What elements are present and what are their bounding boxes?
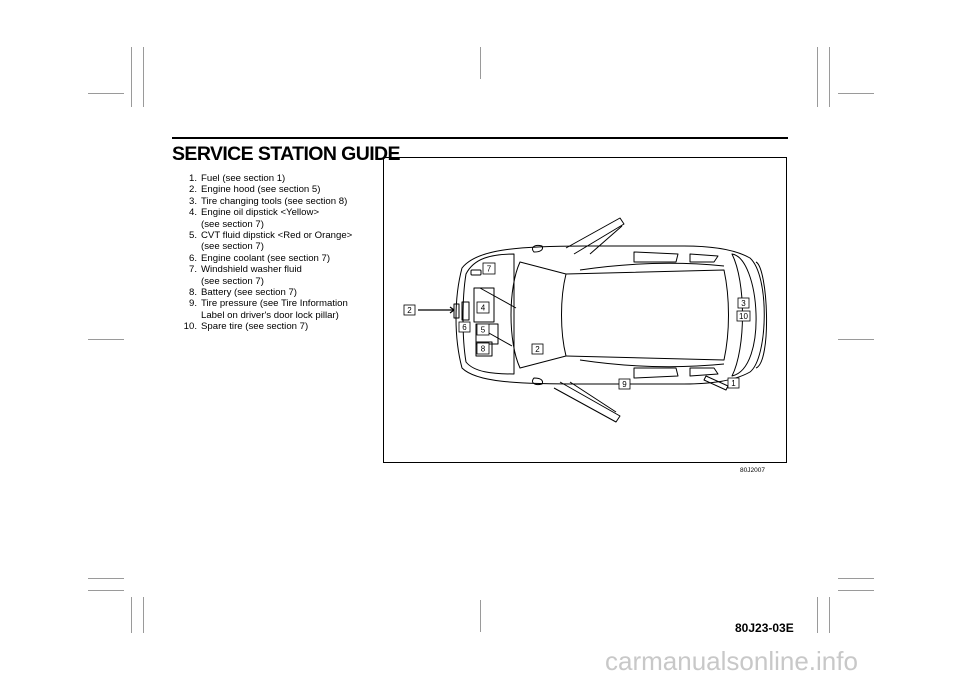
document-code: 80J23-03E (735, 621, 794, 635)
list-item: Label on driver's door lock pillar) (172, 310, 377, 321)
item-text: (see section 7) (201, 218, 264, 230)
item-number (172, 219, 201, 230)
list-item: (see section 7) (172, 241, 377, 252)
item-text: Tire pressure (see Tire Information (201, 298, 348, 310)
item-text: (see section 7) (201, 241, 264, 253)
item-number: 8. (188, 287, 197, 299)
list-item: 9. Tire pressure (see Tire Information (172, 298, 377, 309)
crop-mark (88, 339, 124, 340)
item-number: 2. (188, 184, 197, 196)
car-top-view-illustration: 2 7 4 6 5 8 2 3 10 9 1 (403, 217, 767, 423)
list-item: 10. Spare tire (see section 7) (172, 321, 377, 332)
list-item: 8. Battery (see section 7) (172, 287, 377, 298)
car-diagram-figure: 2 7 4 6 5 8 2 3 10 9 1 (383, 157, 787, 463)
svg-text:10: 10 (739, 312, 748, 321)
callout-10: 10 (736, 310, 751, 322)
svg-text:9: 9 (622, 380, 627, 389)
crop-mark (143, 47, 144, 107)
page-title: SERVICE STATION GUIDE (172, 143, 401, 165)
item-text: Engine oil dipstick <Yellow> (201, 207, 320, 219)
callout-7: 7 (482, 262, 496, 275)
callout-5: 5 (476, 323, 490, 336)
crop-mark (88, 578, 124, 579)
crop-mark (817, 47, 818, 107)
crop-mark (838, 339, 874, 340)
item-text: Battery (see section 7) (201, 287, 297, 299)
list-item: 6. Engine coolant (see section 7) (172, 253, 377, 264)
crop-mark (838, 93, 874, 94)
svg-text:6: 6 (462, 323, 467, 332)
item-text: Engine coolant (see section 7) (201, 252, 331, 264)
list-item: 5. CVT fluid dipstick <Red or Orange> (172, 230, 377, 241)
item-text: Label on driver's door lock pillar) (201, 309, 339, 321)
item-number: 1. (188, 173, 197, 184)
header-rule (172, 137, 788, 139)
item-number (172, 241, 201, 252)
guide-list: 1. Fuel (see section 1) 2. Engine hood (se… (172, 173, 377, 333)
callout-9: 9 (618, 378, 631, 390)
item-number (172, 276, 201, 287)
callout-4: 4 (476, 301, 490, 314)
item-text: Tire changing tools (see section 8) (201, 195, 348, 207)
item-number: 9. (188, 298, 197, 310)
callout-6: 6 (458, 321, 471, 333)
crop-mark (480, 600, 481, 632)
svg-text:8: 8 (481, 345, 486, 354)
item-number: 5. (188, 230, 197, 242)
item-text: Engine hood (see section 5) (201, 184, 321, 196)
list-item: 2. Engine hood (see section 5) (172, 184, 377, 195)
crop-mark (829, 47, 830, 107)
crop-mark (143, 597, 144, 633)
callout-3: 3 (737, 297, 750, 309)
list-item: 4. Engine oil dipstick <Yellow> (172, 207, 377, 218)
list-item: (see section 7) (172, 276, 377, 287)
item-number: 3. (188, 195, 197, 207)
svg-text:3: 3 (741, 299, 746, 308)
figure-code: 80J2007 (740, 467, 765, 474)
item-number (172, 310, 201, 321)
crop-mark (131, 597, 132, 633)
item-number: 7. (188, 264, 197, 276)
list-item: 3. Tire changing tools (see section 8) (172, 196, 377, 207)
svg-text:4: 4 (481, 304, 486, 313)
svg-text:7: 7 (487, 265, 492, 274)
crop-mark (88, 93, 124, 94)
svg-text:1: 1 (731, 379, 736, 388)
crop-mark (817, 597, 818, 633)
item-text: Fuel (see section 1) (201, 173, 286, 184)
crop-mark (838, 590, 874, 591)
crop-mark (829, 597, 830, 633)
item-text: CVT fluid dipstick <Red or Orange> (201, 230, 353, 242)
callout-8: 8 (476, 342, 490, 355)
svg-text:2: 2 (407, 306, 412, 315)
item-text: (see section 7) (201, 275, 264, 287)
crop-mark (131, 47, 132, 107)
item-number: 6. (188, 252, 197, 264)
callout-1: 1 (727, 377, 740, 389)
item-text: Windshield washer fluid (201, 264, 302, 276)
svg-text:2: 2 (535, 345, 540, 354)
item-number: 4. (188, 207, 197, 219)
list-item: 7. Windshield washer fluid (172, 264, 377, 275)
crop-mark (838, 578, 874, 579)
svg-text:5: 5 (481, 326, 486, 335)
list-item: (see section 7) (172, 219, 377, 230)
callout-2: 2 (403, 304, 416, 316)
callout-2-second: 2 (531, 343, 544, 355)
list-item: 1. Fuel (see section 1) (172, 173, 377, 184)
item-number: 10. (183, 321, 197, 333)
crop-mark (88, 590, 124, 591)
item-text: Spare tire (see section 7) (201, 321, 309, 333)
crop-mark (480, 47, 481, 79)
watermark-text: carmanualsonline.info (605, 646, 858, 676)
